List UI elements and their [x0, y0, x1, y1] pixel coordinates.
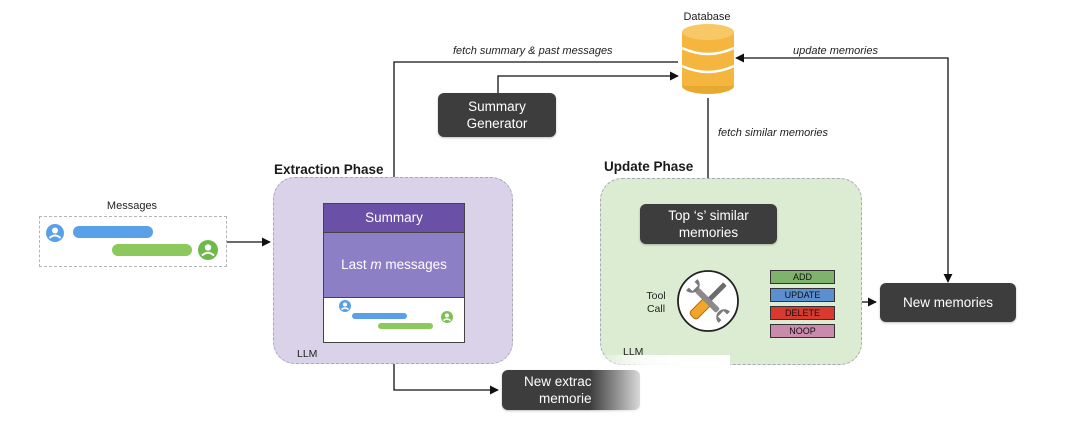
last-messages-suffix: messages: [381, 257, 447, 272]
summary-header: Summary: [324, 204, 464, 233]
fade-overlay: [590, 355, 730, 432]
top-similar-line2: memories: [678, 225, 739, 240]
messages-label: Messages: [106, 200, 158, 212]
summary-generator-box: Summary Generator: [438, 93, 556, 137]
fetch-similar-label: fetch similar memories: [718, 127, 829, 139]
recent-message-bubbles: [339, 300, 453, 329]
last-messages-variable: m: [370, 257, 382, 272]
last-messages-prefix: Last: [341, 257, 371, 272]
op-delete: DELETE: [770, 306, 835, 320]
op-add: ADD: [770, 270, 835, 284]
new-memories-box: New memories: [880, 283, 1016, 322]
summary-generator-arrow: [497, 71, 679, 93]
update-memories-arrow: [735, 53, 953, 283]
messages-conversation: [46, 224, 218, 260]
extraction-phase-title: Extraction Phase: [274, 162, 384, 177]
fetch-summary-arrow: [389, 61, 678, 203]
new-extracted-line2: memorie: [539, 391, 592, 406]
op-noop: NOOP: [770, 324, 835, 338]
summary-generator-line1: Summary: [468, 99, 526, 114]
top-similar-memories-box: Top ‘s’ similar memories: [640, 204, 777, 244]
fetch-summary-label: fetch summary & past messages: [453, 45, 613, 57]
update-phase-title: Update Phase: [604, 159, 694, 174]
tool-call-line2: Call: [646, 303, 666, 315]
tool-call-label: Tool Call: [640, 290, 672, 316]
tool-call-line1: Tool: [646, 290, 666, 302]
update-memories-label: update memories: [793, 45, 878, 57]
op-update: UPDATE: [770, 288, 835, 302]
top-similar-line1: Top ‘s’ similar: [668, 208, 749, 223]
summary-generator-line2: Generator: [466, 116, 528, 131]
last-messages-block: Last m messages: [324, 233, 464, 298]
tools-icon: [677, 270, 739, 332]
new-extracted-line1: New extrac: [524, 374, 592, 389]
extraction-llm-label: LLM: [297, 348, 318, 360]
messages-panel: [39, 216, 227, 267]
llm-context-card: Summary Last m messages: [323, 203, 465, 343]
database-icon: [681, 24, 735, 94]
database-label: Database: [683, 11, 731, 23]
